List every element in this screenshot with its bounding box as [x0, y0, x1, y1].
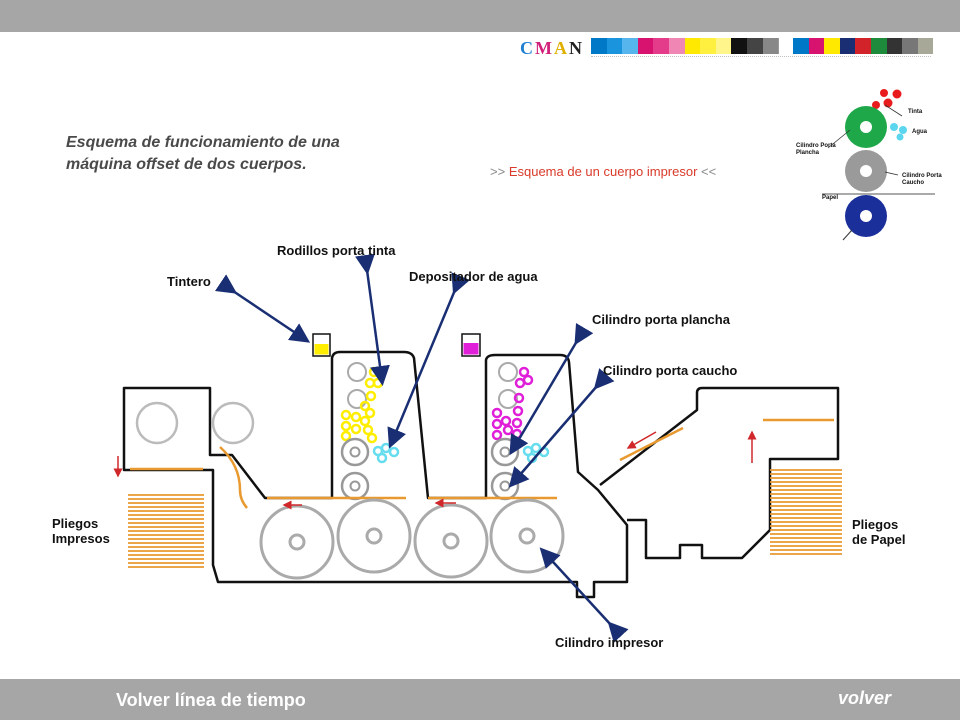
color-control-strip: [591, 38, 795, 54]
unit-1-rollers: [340, 362, 400, 501]
machine-body: [122, 350, 629, 599]
callout-arrows: [214, 253, 629, 643]
top-bar: [0, 0, 960, 32]
cmyk-n: N: [569, 38, 584, 58]
cmyk-c: C: [520, 38, 535, 58]
label-impresor: Cilindro impresor: [555, 635, 664, 650]
inset-label-agua: Agua: [912, 129, 927, 135]
impression-cylinders: [259, 498, 565, 580]
label-rodillos: Rodillos porta tinta: [277, 243, 396, 258]
unit-scheme-link[interactable]: >> Esquema de un cuerpo impresor <<: [490, 164, 717, 179]
cmyk-a: A: [554, 38, 569, 58]
label-caucho: Cilindro porta caucho: [603, 363, 738, 378]
back-to-timeline-link[interactable]: Volver línea de tiempo: [116, 690, 306, 710]
volver-link[interactable]: volver: [838, 688, 892, 708]
paper-stack-blank: [770, 469, 842, 555]
paper-direction-arrows: [113, 430, 757, 510]
bottom-bar: [0, 679, 960, 720]
inset-cylinder-diagram: [822, 89, 935, 241]
color-strip-captions: [591, 56, 931, 65]
paper-path: [130, 418, 834, 509]
label-plancha: Cilindro porta plancha: [592, 312, 730, 327]
cmyk-logo: CMAN: [520, 38, 584, 59]
color-control-strip-2: [793, 38, 934, 54]
feeder-body: [599, 386, 840, 560]
paper-stack-printed: [128, 494, 204, 568]
label-tintero: Tintero: [167, 274, 211, 289]
unit-2-rollers: [490, 362, 550, 501]
cmyk-m: M: [535, 38, 554, 58]
page-title: Esquema de funcionamiento de una máquina…: [66, 134, 340, 173]
label-depositador: Depositador de agua: [409, 269, 538, 284]
inset-label-papel: Papel: [822, 195, 839, 201]
inset-label-tinta: Tinta: [908, 109, 923, 115]
